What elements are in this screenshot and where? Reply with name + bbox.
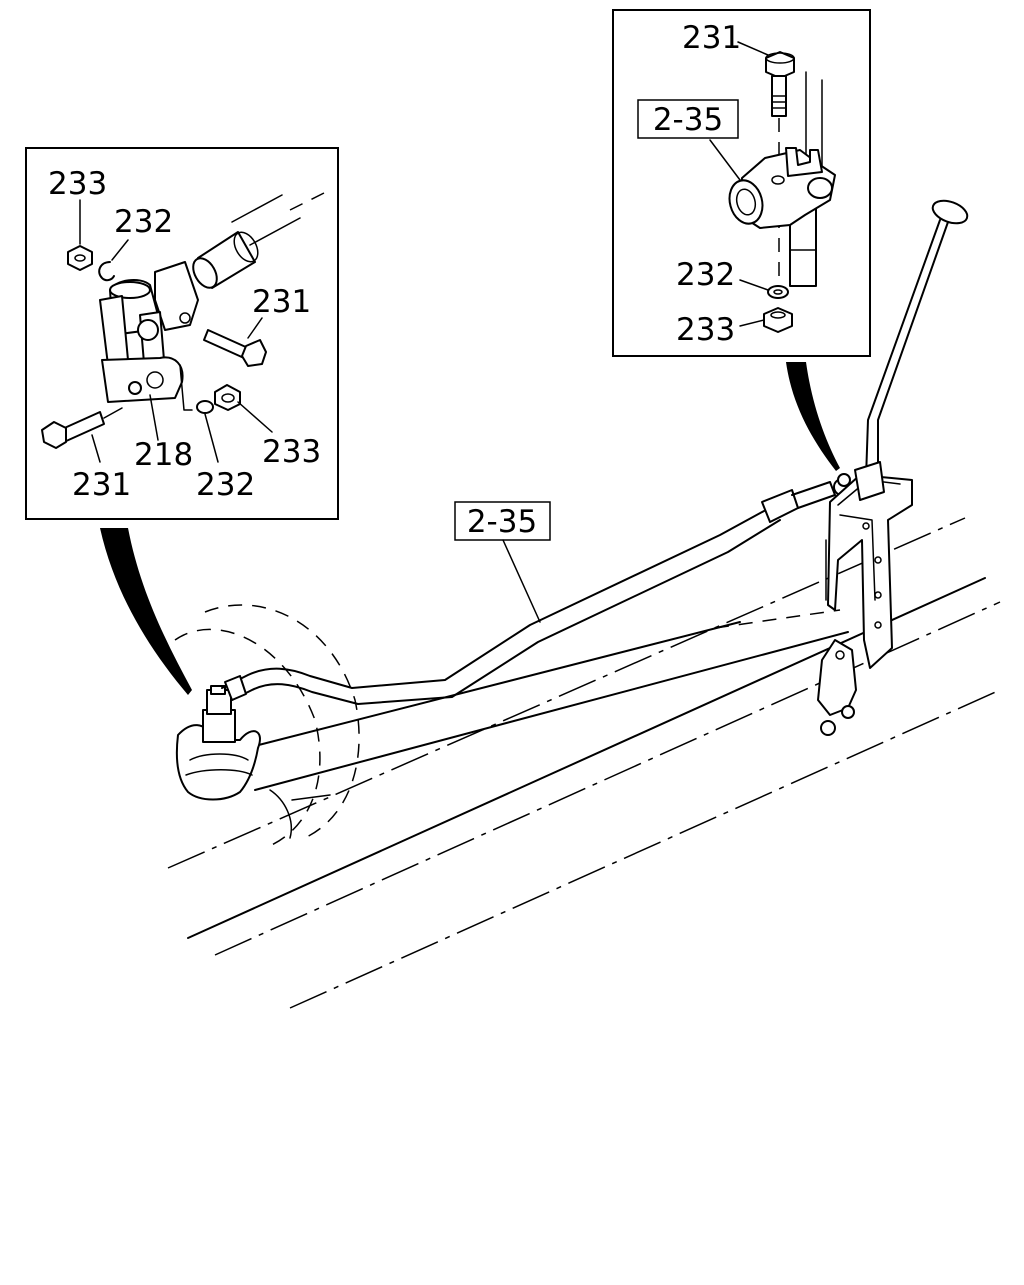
label-232-washer-right: 232 [676,257,735,293]
label-232-washer-top: 232 [114,204,173,240]
right-inset-pointer [786,362,840,471]
bolt-left [41,407,123,449]
washer-right [767,285,789,299]
rod-end-clamp [728,147,836,229]
left-inset: 233 232 231 218 233 231 232 [25,147,339,520]
bolt-right [203,329,267,367]
steering-box [175,685,261,801]
nut-top [67,245,93,271]
frame-rails [167,517,1001,1009]
right-inset: 2-35 231 232 233 [612,9,871,357]
left-inset-pointer [100,528,192,695]
main-rod-callout: 2-35 [454,501,551,623]
universal-joint [99,261,199,403]
label-231-bolt-left: 231 [72,467,131,503]
label-233-nut-bottom: 233 [262,434,321,470]
label-232-washer-bottom: 232 [196,467,255,503]
label-233-nut-right: 233 [676,312,735,348]
label-233-nut-top: 233 [48,166,107,202]
main-rod-ref-label: 2-35 [467,504,537,540]
nut-right [763,307,793,333]
shift-lever [837,199,969,501]
steering-bracket [817,474,913,736]
wheel-hub [174,604,360,849]
label-231-bolt-right: 231 [252,284,311,320]
label-231-bolt-top: 231 [682,20,741,56]
label-218-joint: 218 [134,437,193,473]
bolt-top [765,51,795,117]
inset-rod-ref-label: 2-35 [653,102,723,138]
washer-bottom [196,400,214,414]
clip-washer-top [98,261,115,282]
drag-rod-2-35 [221,478,851,705]
